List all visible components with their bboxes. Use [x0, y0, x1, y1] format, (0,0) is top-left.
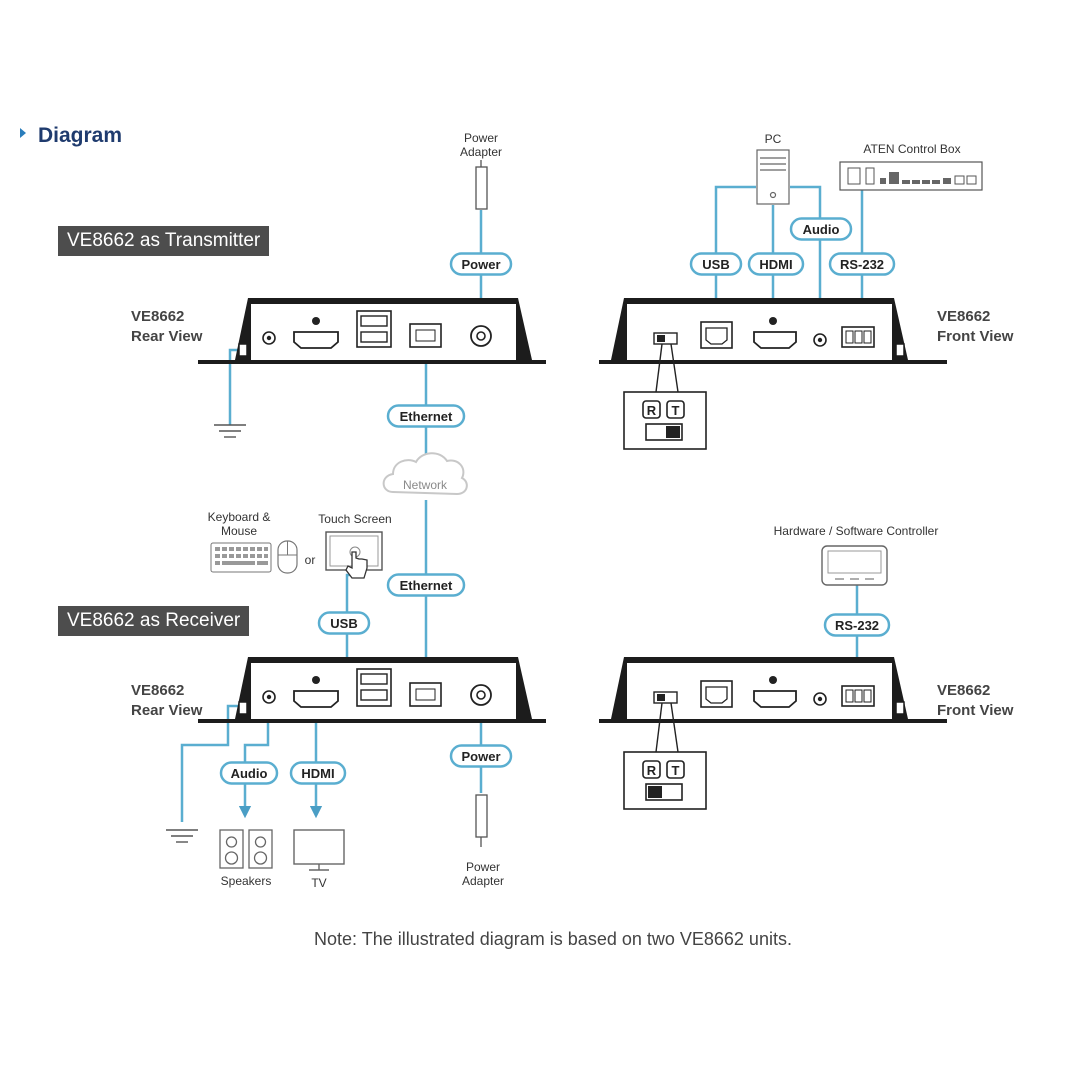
tx-switch-callout: [623, 343, 707, 450]
rx-front-label-2: Front View: [937, 702, 1014, 719]
connection-label-power-tx: Power: [449, 252, 513, 276]
aten-control-box-icon: [839, 161, 983, 191]
connection-label-text: Ethernet: [400, 409, 453, 424]
power-adapter-bottom-label-2: Adapter: [462, 874, 504, 888]
rx-rear-unit: [198, 657, 546, 723]
tv-icon: [293, 829, 345, 871]
connection-label-rs232-front: RS-232: [828, 252, 896, 276]
tx-rear-label-1: VE8662: [131, 308, 184, 325]
tx-rear-unit: [198, 298, 546, 364]
hw-sw-controller-label: Hardware / Software Controller: [774, 524, 939, 538]
keyboard-icon: [210, 542, 272, 573]
footer-note: Note: The illustrated diagram is based o…: [314, 929, 792, 949]
ground-icon: [166, 829, 198, 843]
connection-label-text: USB: [330, 616, 357, 631]
connection-label-text: Audio: [803, 222, 840, 237]
page-title: Diagram: [38, 124, 123, 147]
rx-rear-label-2: Rear View: [131, 702, 203, 719]
tx-switch-t: T: [672, 403, 680, 418]
connection-label-ethernet-rx: Ethernet: [386, 573, 466, 597]
rx-switch-r: R: [647, 763, 657, 778]
section-caret-icon: [20, 128, 26, 138]
connection-label-text: Power: [461, 257, 500, 272]
connection-label-hdmi-rx: HDMI: [289, 761, 347, 785]
connection-label-text: Audio: [231, 766, 268, 781]
network-cloud-icon: [382, 452, 468, 496]
power-adapter-bottom-icon: [475, 794, 488, 847]
power-adapter-top-label-2: Adapter: [460, 145, 502, 159]
connection-lines: [180, 185, 864, 822]
speakers-icon: [219, 829, 273, 869]
connection-label-hdmi-front: HDMI: [747, 252, 805, 276]
power-adapter-top-label-1: Power: [464, 131, 498, 145]
network-label: Network: [403, 478, 448, 492]
pc-tower-icon: [756, 149, 790, 205]
mouse-icon: [277, 540, 298, 574]
connection-label-text: HDMI: [301, 766, 334, 781]
connection-label-rs232-rx: RS-232: [823, 613, 891, 637]
keyboard-mouse-label-2: Mouse: [221, 524, 257, 538]
connection-label-usb-front: USB: [689, 252, 743, 276]
connection-label-text: Ethernet: [400, 578, 453, 593]
touch-screen-label: Touch Screen: [318, 512, 391, 526]
ground-icon: [214, 424, 246, 438]
touch-screen-icon: [325, 531, 383, 579]
aten-control-box-label: ATEN Control Box: [863, 142, 960, 156]
rx-switch-callout: [623, 702, 707, 810]
connection-label-power-rx: Power: [449, 744, 513, 768]
or-label: or: [305, 553, 316, 567]
connection-label-text: HDMI: [759, 257, 792, 272]
connection-label-text: Power: [461, 749, 500, 764]
transmitter-banner: VE8662 as Transmitter: [58, 226, 270, 256]
receiver-banner: VE8662 as Receiver: [58, 606, 250, 636]
rx-rear-label-1: VE8662: [131, 682, 184, 699]
connection-label-audio-front: Audio: [789, 217, 853, 241]
rx-front-unit: [599, 657, 947, 723]
connection-label-audio-rx: Audio: [219, 761, 279, 785]
connection-label-text: RS-232: [835, 618, 879, 633]
rx-switch-t: T: [672, 763, 680, 778]
controller-monitor-icon: [821, 545, 888, 586]
tx-front-label-2: Front View: [937, 328, 1014, 345]
speakers-label: Speakers: [221, 874, 272, 888]
tv-label: TV: [311, 876, 326, 890]
tx-switch-r: R: [647, 403, 657, 418]
tx-rear-label-2: Rear View: [131, 328, 203, 345]
power-adapter-bottom-label-1: Power: [466, 860, 500, 874]
connection-label-text: USB: [702, 257, 729, 272]
power-adapter-top-icon: [475, 160, 488, 210]
tx-front-unit: [599, 298, 947, 364]
connection-label-text: RS-232: [840, 257, 884, 272]
connection-label-usb-rx: USB: [317, 611, 371, 635]
tx-front-label-1: VE8662: [937, 308, 990, 325]
pc-label: PC: [765, 132, 782, 146]
rx-front-label-1: VE8662: [937, 682, 990, 699]
connection-label-ethernet-tx: Ethernet: [386, 404, 466, 428]
keyboard-mouse-label-1: Keyboard &: [208, 510, 271, 524]
